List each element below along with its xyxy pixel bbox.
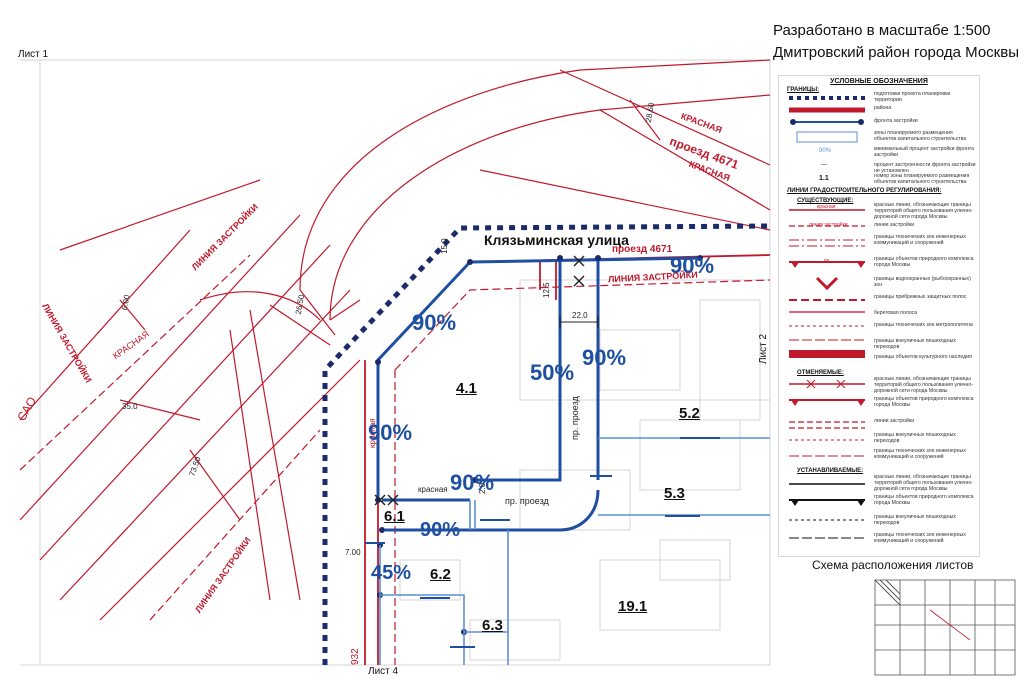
zone-6-1: 6.1	[384, 508, 405, 525]
legend-established-red-lines: красные линии, обозначающие границы терр…	[874, 474, 973, 492]
dimension-12-5: 12.5	[542, 282, 551, 298]
zone-19-1: 19.1	[618, 598, 648, 615]
legend-item-zones: зоны планируемого размещения объектов ка…	[874, 130, 967, 142]
legend-section-lines: ЛИНИИ ГРАДОСТРОИТЕЛЬНОГО РЕГУЛИРОВАНИЯ:	[787, 188, 942, 194]
legend-item-project-boundary: подготовки проекта планировки территории	[874, 91, 951, 103]
legend-sym-zastr: линия застройки	[809, 222, 848, 228]
legend-existing-crossings: границы внеуличных пешеходных переходов	[874, 338, 956, 350]
legend-existing-symbols	[789, 209, 865, 358]
pr-proezd-vertical-label: пр. проезд	[570, 396, 580, 440]
sheet-scheme	[874, 579, 1016, 676]
legend-item-district: района	[874, 105, 892, 111]
krasnaya-small-label: красная	[418, 485, 448, 494]
legend-sym-1-1: 1.1	[819, 175, 829, 182]
legend-existing-coastal: границы прибрежных защитных полос	[874, 294, 967, 300]
legend-section-existing: СУЩЕСТВУЮЩИЕ:	[797, 198, 854, 204]
dimension-932: 932	[350, 648, 361, 665]
legend-sym-dash: —	[821, 162, 827, 168]
building-lines	[19, 254, 771, 665]
pr-proezd-horizontal-label: пр. проезд	[505, 496, 549, 506]
dimension-7-00: 7.00	[345, 548, 361, 557]
red-lines-existing	[19, 59, 771, 621]
legend-cancelled-tech-zones: границы технических зон инженерных комму…	[874, 448, 966, 460]
legend-existing-shoreline: береговая полоса	[874, 310, 918, 316]
zone-4-1: 4.1	[456, 380, 477, 397]
pct-front-right: 90%	[582, 345, 627, 370]
pct-front-inner: 90%	[450, 470, 495, 495]
zone-5-2: 5.2	[679, 405, 700, 422]
proezd-4671-mid-label: проезд 4671	[612, 244, 673, 255]
district-title: Дмитровский район города Москвы	[773, 44, 1019, 61]
legend-existing-nature: границы объектов природного комплекса го…	[874, 256, 974, 268]
cross-markers	[374, 255, 585, 506]
zone-boundaries	[379, 437, 770, 665]
legend-existing-tech-zones: границы технических зон инженерных комму…	[874, 234, 966, 246]
dimension-22-0: 22.0	[572, 311, 588, 320]
legend-established-nature: границы объектов природного комплекса го…	[874, 494, 974, 506]
pct-front-6-1: 90%	[420, 519, 461, 541]
legend-existing-metro: границы технических зон метрополитена	[874, 322, 973, 328]
sheet-1-label: Лист 1	[18, 49, 49, 60]
legend-established-crossings: границы внеуличных пешеходных переходов	[874, 514, 956, 526]
pct-front-50: 50%	[530, 360, 575, 385]
legend-item-zone-number: номер зоны планируемого размещения объек…	[874, 173, 970, 185]
klyazminskaya-street-label: Клязьминская улица	[484, 232, 629, 248]
legend-cancelled-building-lines: линии застройки	[874, 418, 915, 424]
legend-established-symbols	[789, 483, 865, 539]
legend-boundary-symbols	[789, 96, 865, 143]
legend-existing-red-lines: красные линии, обозначающие границы терр…	[874, 202, 973, 220]
planning-boundary	[322, 223, 771, 665]
dimension-22	[559, 316, 599, 328]
sheet-scheme-title: Схема расположения листов	[812, 558, 974, 572]
legend-section-cancelled: ОТМЕНЯЕМЫЕ:	[797, 370, 844, 376]
legend-existing-heritage: границы объектов культурного наследия	[874, 354, 972, 360]
legend-sym-90: 90%	[819, 148, 832, 154]
scale-note: Разработано в масштабе 1:500	[773, 22, 991, 39]
pct-front-top: 90%	[670, 253, 715, 278]
zone-6-2: 6.2	[430, 566, 451, 583]
pct-front-left: 90%	[368, 420, 413, 445]
legend-existing-water-zones: границы водоохранных (рыбоохранных) зон	[874, 276, 971, 288]
legend-cancelled-red-lines: красные линии, обозначающие границы терр…	[874, 376, 973, 394]
legend-cancelled-nature: границы объектов природного комплекса го…	[874, 396, 974, 408]
building-fronts	[376, 256, 701, 532]
legend-item-not-set: процент застроенности фронта застройки н…	[874, 162, 976, 174]
legend-section-boundaries: ГРАНИЦЫ:	[787, 87, 820, 93]
zone-5-3: 5.3	[664, 485, 685, 502]
legend-section-established: УСТАНАВЛИВАЕМЫЕ:	[797, 468, 864, 474]
sheet-4-label: Лист 4	[368, 666, 399, 677]
legend-cancelled-crossings: границы внеуличных пешеходных переходов	[874, 432, 956, 444]
zone-6-3: 6.3	[482, 617, 503, 634]
dimension-15-0: 15.0	[440, 238, 449, 254]
pct-front-45: 45%	[371, 562, 412, 584]
legend-cancelled-symbols	[789, 379, 865, 457]
pct-front-diagonal: 90%	[412, 310, 457, 335]
legend-sym-pk: пк	[824, 258, 829, 264]
legend-item-front: фронта застройки	[874, 118, 918, 124]
dimension-35-0: 35.0	[122, 402, 138, 411]
legend-title: УСЛОВНЫЕ ОБОЗНАЧЕНИЯ	[830, 78, 928, 85]
legend-sym-krasnaya: красная	[817, 204, 836, 210]
legend-existing-building-lines: линии застройки	[874, 222, 915, 228]
zone-marks	[365, 437, 720, 648]
sheet-2-label: Лист 2	[758, 333, 769, 364]
legend-established-tech-zones: границы технических зон инженерных комму…	[874, 532, 966, 544]
legend-panel: УСЛОВНЫЕ ОБОЗНАЧЕНИЯ ГРАНИЦЫ: подготовки…	[778, 75, 980, 557]
legend-item-min-percent: минимальный процент застройки фронта зас…	[874, 146, 975, 158]
